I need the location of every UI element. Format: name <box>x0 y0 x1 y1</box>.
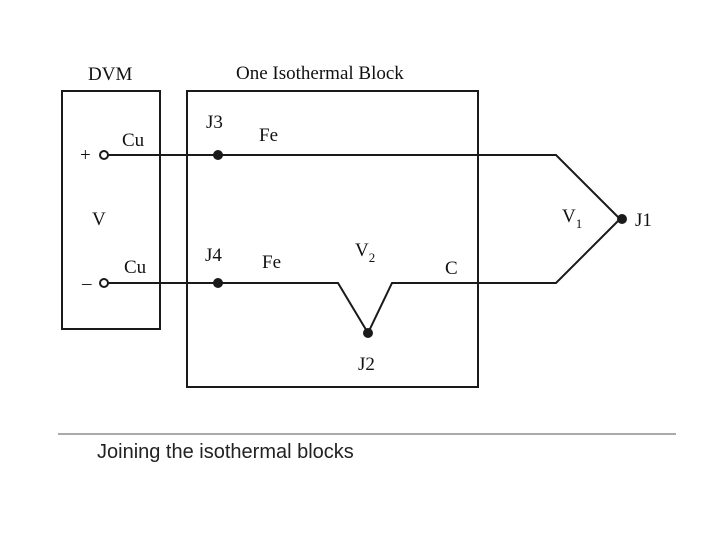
plus-terminal-label: + <box>80 145 91 166</box>
fe-bottom-label: Fe <box>262 252 281 273</box>
cu-bottom-label: Cu <box>124 257 147 278</box>
junction-j4-label: J4 <box>205 245 222 266</box>
top-wire <box>108 154 621 220</box>
c-wire-label: C <box>445 258 458 279</box>
junction-j2-label: J2 <box>358 354 375 375</box>
v1-label: V1 <box>562 206 582 231</box>
minus-terminal <box>99 278 109 288</box>
caption: Joining the isothermal blocks <box>97 441 354 463</box>
cu-top-label: Cu <box>122 130 145 151</box>
junction-j3 <box>213 150 223 160</box>
block-title: One Isothermal Block <box>236 63 404 84</box>
junction-j4 <box>213 278 223 288</box>
fe-top-label: Fe <box>259 125 278 146</box>
junction-j1-label: J1 <box>635 210 652 231</box>
junction-j2 <box>363 328 373 338</box>
junction-j1 <box>617 214 627 224</box>
v2-label: V2 <box>355 240 375 265</box>
dvm-title: DVM <box>88 64 132 85</box>
minus-terminal-label: – <box>81 273 92 294</box>
voltage-label: V <box>92 209 106 230</box>
isothermal-block-box <box>186 90 479 388</box>
plus-terminal <box>99 150 109 160</box>
dvm-box <box>61 90 161 330</box>
junction-j3-label: J3 <box>206 112 223 133</box>
bottom-wire <box>108 218 621 336</box>
